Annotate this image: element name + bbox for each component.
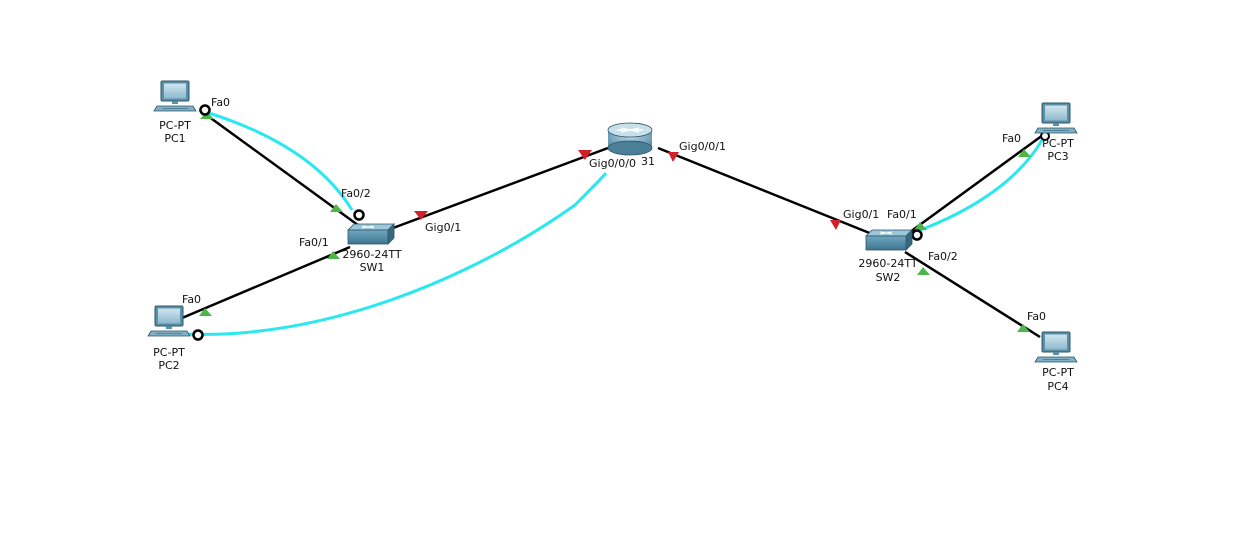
console-port-icon (911, 229, 923, 241)
device-pc4[interactable] (1034, 331, 1078, 363)
pc2-model-label: PC-PT (153, 346, 185, 359)
router-icon[interactable] (607, 122, 653, 156)
device-pc1[interactable] (153, 80, 197, 112)
pc-icon[interactable] (1034, 331, 1078, 363)
port-label-sw2-fa0-1: Fa0/1 (887, 208, 917, 221)
pc-icon[interactable] (147, 305, 191, 337)
link-down-indicator (668, 152, 679, 162)
device-pc2[interactable] (147, 305, 191, 337)
sw1-name-label: SW1 (360, 261, 385, 274)
console-cable-pc1-sw1[interactable] (198, 108, 354, 211)
port-label-pc3-fa0: Fa0 (1002, 132, 1021, 145)
ethernet-cable-sw2-pc4[interactable] (904, 250, 1041, 339)
pc2-name-label: PC2 (158, 359, 179, 372)
console-port-icon (199, 104, 211, 116)
port-label-router-gig0-0-0: Gig0/0/0 (589, 157, 636, 170)
device-router[interactable] (607, 122, 653, 156)
link-up-indicator (914, 222, 927, 230)
port-label-pc2-fa0: Fa0 (182, 293, 201, 306)
port-label-sw2-fa0-2: Fa0/2 (928, 250, 958, 263)
ethernet-cable-router-sw2[interactable] (657, 146, 878, 238)
port-label-sw2-gig0-1: Gig0/1 (843, 208, 879, 221)
console-cable-sw2-pc3[interactable] (914, 139, 1044, 234)
switch-icon[interactable] (865, 229, 913, 251)
link-up-indicator (200, 112, 214, 119)
device-sw2[interactable] (865, 229, 913, 251)
link-up-indicator (917, 267, 930, 275)
port-label-sw1-fa0-1: Fa0/1 (299, 236, 329, 249)
pc-icon[interactable] (153, 80, 197, 112)
link-down-indicator (578, 150, 592, 160)
port-label-pc4-fa0: Fa0 (1027, 310, 1046, 323)
console-port-icon (353, 209, 365, 221)
port-label-pc1-fa0: Fa0 (211, 96, 230, 109)
link-down-indicator (414, 211, 428, 220)
pc-icon[interactable] (1034, 102, 1078, 134)
link-up-indicator (330, 204, 343, 212)
pc1-model-label: PC-PT (159, 119, 191, 132)
ethernet-cable-sw2-pc3[interactable] (909, 133, 1044, 234)
device-pc3[interactable] (1034, 102, 1078, 134)
port-label-sw1-gig0-1: Gig0/1 (425, 221, 461, 234)
pc3-model-label: PC-PT (1042, 137, 1074, 150)
port-label-router-gig0-0-1: Gig0/0/1 (679, 140, 726, 153)
pc1-name-label: PC1 (164, 132, 185, 145)
router-model-label: 31 (641, 155, 655, 168)
sw1-model-label: 2960-24TT (342, 248, 401, 261)
ethernet-cable-pc2-sw1[interactable] (181, 245, 351, 320)
link-up-indicator (1017, 324, 1030, 332)
cables (181, 108, 1044, 339)
device-sw1[interactable] (347, 223, 395, 245)
link-down-indicator (830, 220, 841, 230)
console-port-icon (192, 329, 204, 341)
port-label-sw1-fa0-2: Fa0/2 (341, 187, 371, 200)
ethernet-cable-sw1-router[interactable] (392, 146, 609, 230)
pc4-model-label: PC-PT (1042, 366, 1074, 379)
link-indicators (199, 112, 1031, 332)
pc3-name-label: PC3 (1047, 150, 1068, 163)
sw2-name-label: SW2 (876, 271, 901, 284)
sw2-model-label: 2960-24TT (858, 257, 917, 270)
link-up-indicator (327, 251, 340, 259)
link-up-indicator (1018, 149, 1031, 157)
console-ports (192, 104, 1050, 341)
link-up-indicator (199, 308, 212, 316)
console-cable-pc2-router[interactable] (184, 172, 608, 336)
switch-icon[interactable] (347, 223, 395, 245)
pc4-name-label: PC4 (1047, 380, 1068, 393)
